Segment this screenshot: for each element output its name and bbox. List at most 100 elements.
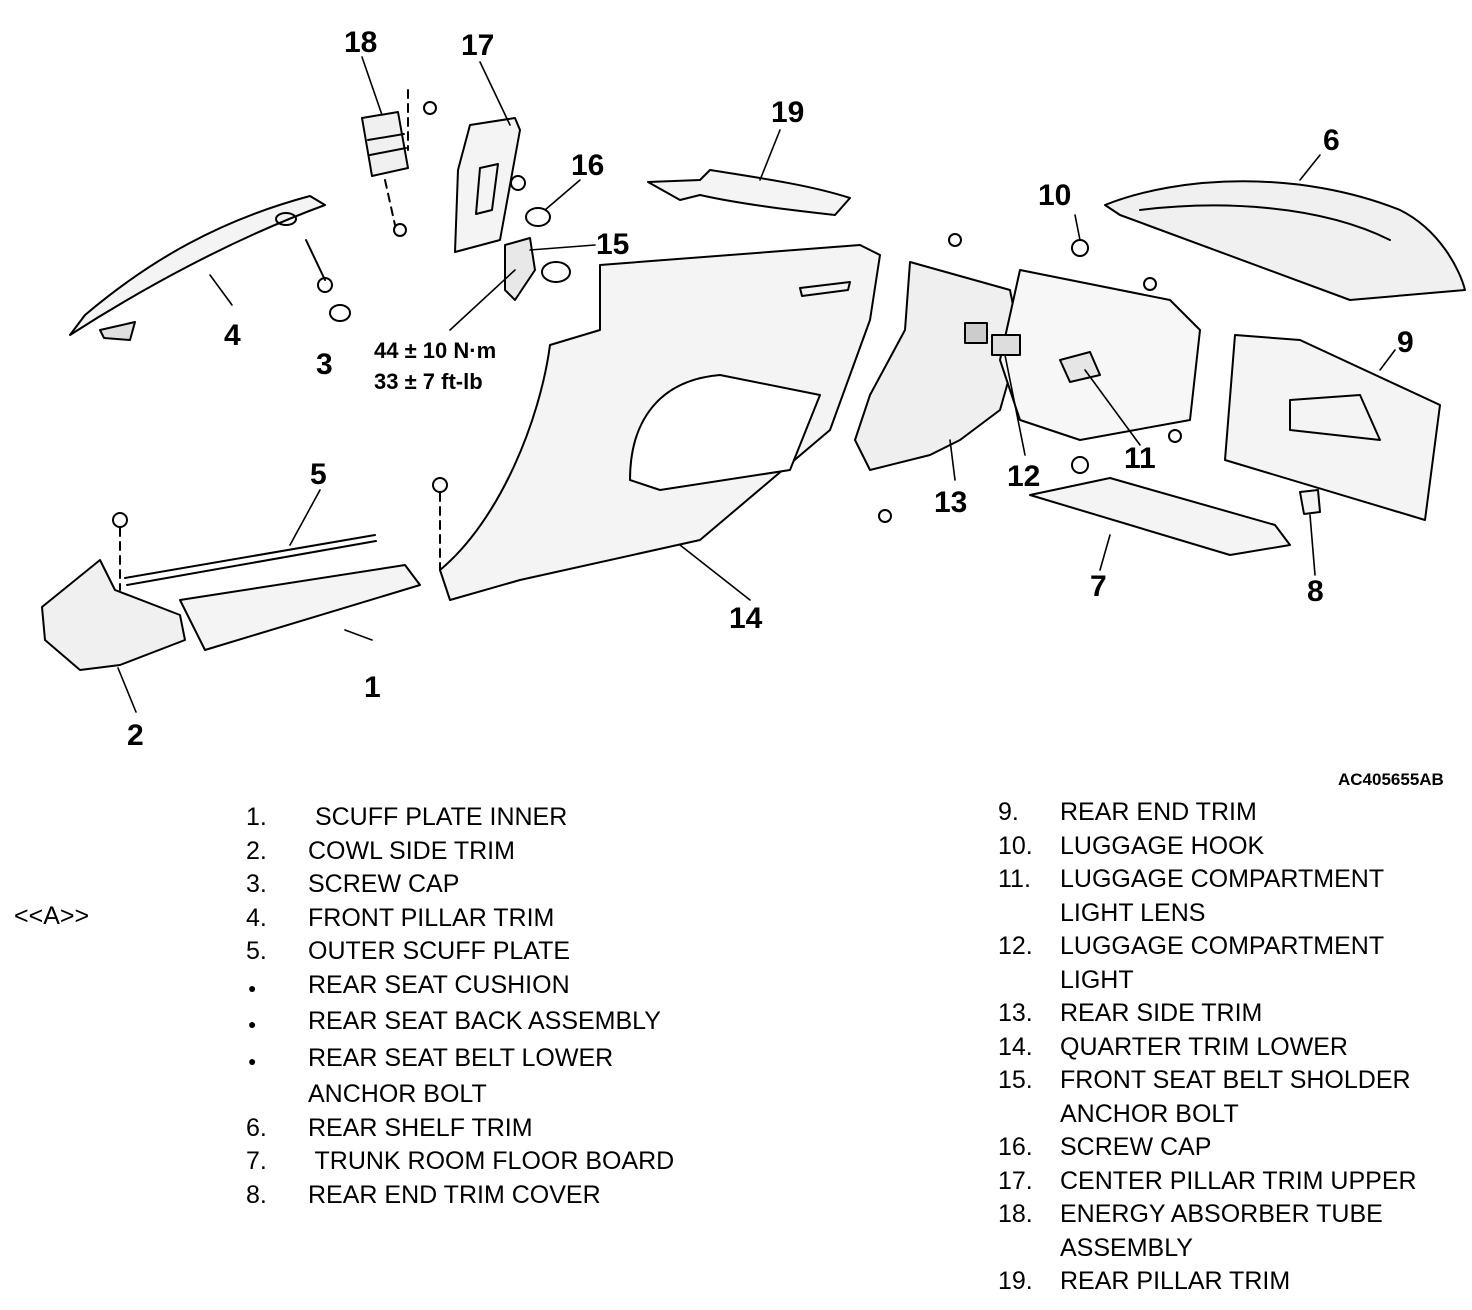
legend-text: LUGGAGE COMPARTMENT: [1060, 865, 1385, 893]
legend-item: 17. CENTER PILLAR TRIM UPPER: [998, 1165, 1470, 1199]
callout-number: 11: [1124, 442, 1156, 475]
legend-number: 4.: [246, 903, 267, 932]
callout-number: 2: [127, 719, 144, 752]
legend-item: 15.FRONT SEAT BELT SHOLDER: [998, 1064, 1470, 1098]
legend-text: LIGHT: [1060, 965, 1134, 994]
legend-item: ANCHOR BOLT: [246, 1078, 778, 1112]
callout-number: 9: [1397, 326, 1414, 359]
legend-text: REAR END TRIM COVER: [308, 1180, 601, 1209]
legend-item: 18. ENERGY ABSORBER TUBE: [998, 1198, 1470, 1232]
legend-text: SCREW CAP: [1060, 1133, 1212, 1161]
legend-number: 19.: [998, 1267, 1033, 1295]
legend-item: 10. LUGGAGE HOOK: [998, 830, 1470, 864]
legend-text: ANCHOR BOLT: [308, 1080, 487, 1108]
legend-item: 13. REAR SIDE TRIM: [998, 997, 1470, 1031]
legend-item: 9. REAR END TRIM: [998, 796, 1470, 830]
legend-number: [998, 897, 1060, 931]
bullet-icon: [246, 1042, 308, 1079]
outer-scuff-plate-part: [124, 534, 377, 586]
legend-text: ASSEMBLY: [1060, 1233, 1193, 1262]
screw-fasteners: [112, 233, 1182, 591]
parts-legend-right: 9. REAR END TRIM 10. LUGGAGE HOOK 11. LUGGA…: [998, 796, 1470, 1299]
legend-text: QUARTER TRIM LOWER: [1060, 1032, 1348, 1061]
legend-number: 8.: [246, 1180, 267, 1209]
legend-number: [998, 1232, 1060, 1266]
callout-number: 8: [1307, 575, 1324, 608]
legend-text: REAR SIDE TRIM: [1060, 999, 1263, 1027]
callout-number: 15: [596, 228, 629, 261]
rear-side-trim-part: [854, 261, 1021, 471]
legend-text: OUTER SCUFF PLATE: [308, 937, 571, 965]
legend-number: 12.: [998, 932, 1033, 960]
parts-legend-left: 1. SCUFF PLATE INNER 2. COWL SIDE TRIM 3.…: [246, 801, 778, 1212]
legend-text: SCUFF PLATE INNER: [308, 803, 568, 831]
screw-fastener: [305, 239, 333, 293]
quarter-trim-lower-part: [439, 244, 881, 601]
callout-number: 14: [729, 602, 763, 635]
legend-text: CENTER PILLAR TRIM UPPER: [1060, 1166, 1417, 1195]
legend-number: 2.: [246, 836, 267, 865]
legend-item: 1. SCUFF PLATE INNER: [246, 801, 778, 835]
legend-number: 14.: [998, 1032, 1033, 1061]
legend-text: REAR SEAT BACK ASSEMBLY: [308, 1007, 661, 1035]
legend-item: 16. SCREW CAP: [998, 1131, 1470, 1165]
screw-cap-part: [525, 207, 551, 227]
legend-number: 16.: [998, 1133, 1033, 1161]
rear-pillar-trim-part: [647, 169, 851, 216]
center-pillar-trim-part: [454, 117, 526, 253]
energy-absorber-part: [361, 89, 437, 237]
callout-number: 3: [316, 348, 333, 381]
legend-item: 3.SCREW CAP: [246, 868, 778, 902]
legend-number: 10.: [998, 831, 1033, 860]
legend-number: 11.: [998, 865, 1031, 893]
callout-number: 13: [934, 486, 967, 519]
trunk-floor-board-part: [1029, 477, 1291, 556]
legend-item: 2. COWL SIDE TRIM: [246, 835, 778, 869]
legend-text: REAR PILLAR TRIM: [1060, 1267, 1291, 1295]
legend-text: REAR SHELF TRIM: [308, 1113, 533, 1142]
legend-text: FRONT SEAT BELT SHOLDER: [1060, 1066, 1411, 1094]
legend-text: ENERGY ABSORBER TUBE: [1060, 1200, 1383, 1228]
exploded-parts-diagram: 1 2 3 4 5 6 7 8 9 10 11 12 13 14 15 16 1…: [41, 26, 1466, 752]
legend-text: LIGHT LENS: [1060, 898, 1206, 927]
legend-text: FRONT PILLAR TRIM: [308, 903, 555, 932]
leader-lines: [117, 56, 1396, 713]
legend-item: REAR SEAT BELT LOWER: [246, 1042, 778, 1079]
legend-text: ANCHOR BOLT: [1060, 1099, 1239, 1128]
legend-item: LIGHT: [998, 964, 1470, 998]
callout-number: 16: [571, 149, 604, 182]
legend-number: 18.: [998, 1200, 1033, 1228]
legend-text: COWL SIDE TRIM: [308, 836, 515, 865]
legend-item: 11. LUGGAGE COMPARTMENT: [998, 863, 1470, 897]
legend-number: 7.: [246, 1147, 267, 1175]
legend-number: 5.: [246, 937, 267, 965]
bullet-icon: [246, 1005, 308, 1042]
legend-text: LUGGAGE HOOK: [1060, 831, 1265, 860]
legend-number: 6.: [246, 1113, 267, 1142]
legend-item: 19. REAR PILLAR TRIM: [998, 1265, 1470, 1299]
legend-number: [998, 964, 1060, 998]
legend-number: 17.: [998, 1166, 1033, 1195]
legend-item: 5. OUTER SCUFF PLATE: [246, 935, 778, 969]
screw-cap-part: [329, 304, 351, 322]
callout-number: 5: [310, 458, 327, 491]
legend-item: LIGHT LENS: [998, 897, 1470, 931]
callout-number: 12: [1007, 460, 1040, 493]
callout-number: 1: [364, 671, 381, 704]
torque-spec-metric: 44 ± 10 N·m: [374, 338, 496, 363]
legend-number: 9.: [998, 798, 1019, 826]
torque-spec-imperial: 33 ± 7 ft-lb: [374, 369, 483, 394]
reference-mark: <<A>>: [14, 902, 90, 930]
callout-number: 19: [771, 96, 804, 129]
legend-number: 13.: [998, 999, 1033, 1027]
callout-number: 4: [224, 319, 241, 352]
callout-number: 6: [1323, 124, 1340, 157]
legend-item: 8. REAR END TRIM COVER: [246, 1179, 778, 1213]
legend-item: REAR SEAT CUSHION: [246, 969, 778, 1006]
legend-text: REAR END TRIM: [1060, 798, 1257, 826]
legend-item: REAR SEAT BACK ASSEMBLY: [246, 1005, 778, 1042]
callout-number: 18: [344, 26, 377, 59]
legend-item: 14. QUARTER TRIM LOWER: [998, 1031, 1470, 1065]
legend-number: 1.: [246, 803, 267, 831]
legend-number: [246, 1078, 308, 1112]
